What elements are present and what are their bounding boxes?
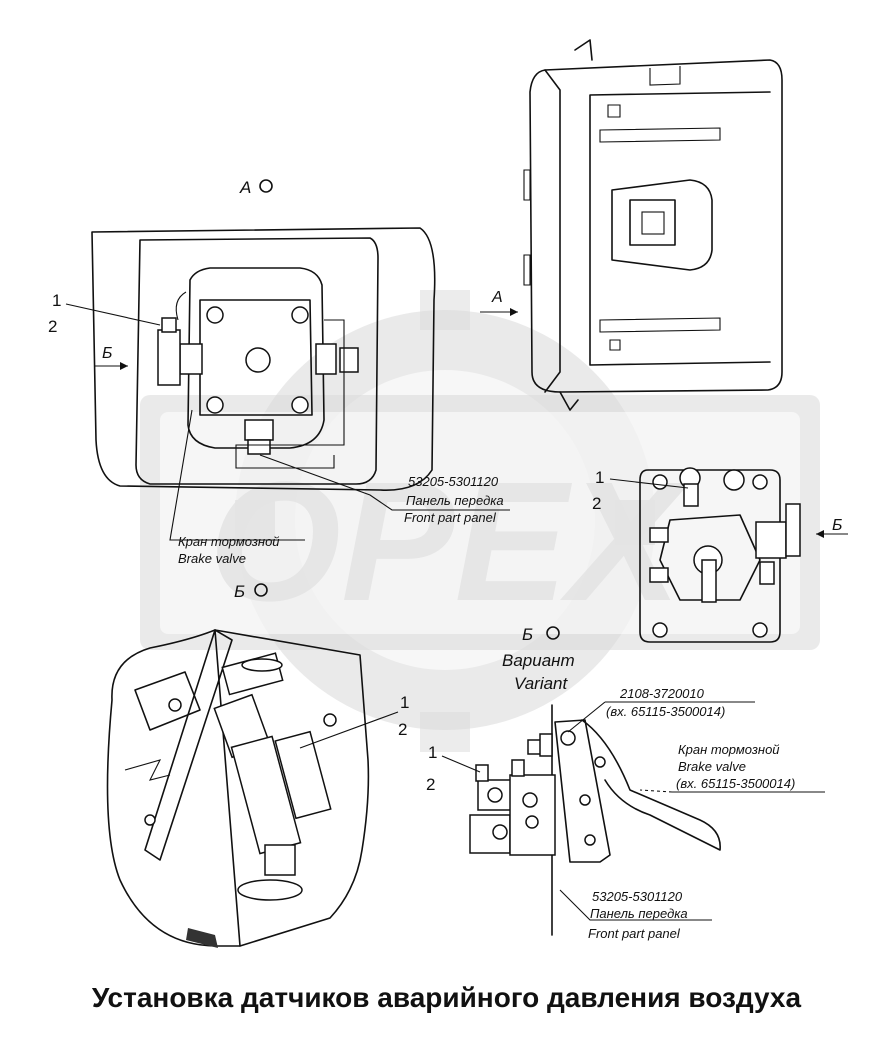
svg-text:1: 1 — [595, 468, 604, 487]
svg-text:2108-3720010: 2108-3720010 — [619, 686, 705, 701]
right-detail — [639, 467, 801, 643]
brake-valve-label-right: Кран тормозной Brake valve (вх. 65115-35… — [639, 742, 825, 793]
svg-text:Б: Б — [102, 345, 112, 362]
svg-text:Панель передка: Панель передка — [590, 906, 688, 921]
svg-text:A: A — [491, 289, 503, 306]
bottom-left-callouts: 1 2 — [299, 693, 409, 749]
svg-text:2: 2 — [48, 317, 57, 336]
right-detail-callouts: 1 2 Б — [592, 468, 848, 538]
svg-text:Б: Б — [522, 625, 533, 644]
svg-text:Brake valve: Brake valve — [678, 759, 746, 774]
svg-text:Brake valve: Brake valve — [178, 551, 246, 566]
watermark-text: OPEX — [209, 447, 690, 637]
svg-text:Б: Б — [234, 582, 245, 601]
svg-text:Кран тормозной: Кран тормозной — [178, 534, 280, 549]
bottom-right-callouts: 1 2 — [426, 743, 481, 794]
sensor-label: 2108-3720010 (вх. 65115-3500014) — [567, 686, 755, 733]
svg-text:53205-5301120: 53205-5301120 — [408, 474, 499, 489]
svg-text:Б: Б — [832, 517, 842, 534]
view-b-label: Б — [234, 582, 268, 601]
variant-label: Б Вариант Variant — [502, 625, 575, 693]
svg-text:Variant: Variant — [514, 674, 569, 693]
svg-text:2: 2 — [398, 720, 407, 739]
svg-text:53205-5301120: 53205-5301120 — [592, 889, 683, 904]
svg-text:Front part panel: Front part panel — [404, 510, 497, 525]
svg-text:2: 2 — [592, 494, 601, 513]
brake-valve-label-left: Кран тормозной Brake valve — [169, 409, 305, 566]
svg-text:Панель передка: Панель передка — [406, 493, 504, 508]
svg-text:Front part panel: Front part panel — [588, 926, 681, 941]
svg-text:(вх. 65115-3500014): (вх. 65115-3500014) — [676, 776, 795, 791]
svg-text:Вариант: Вариант — [502, 651, 575, 670]
page-title: Установка датчиков аварийного давления в… — [91, 982, 802, 1013]
bottom-right-detail — [469, 704, 721, 936]
svg-text:1: 1 — [52, 291, 61, 310]
svg-text:1: 1 — [400, 693, 409, 712]
svg-text:A: A — [239, 178, 251, 197]
bottom-left-detail — [106, 629, 370, 948]
cab-view — [523, 39, 783, 411]
svg-text:(вх. 65115-3500014): (вх. 65115-3500014) — [606, 704, 725, 719]
arrow-a: A — [480, 289, 518, 316]
svg-text:Кран тормозной: Кран тормозной — [678, 742, 780, 757]
view-a-label: A — [239, 178, 273, 197]
view-a-drawing — [91, 227, 436, 491]
panel-label-bottom: 53205-5301120 Панель передка Front part … — [559, 889, 712, 941]
svg-text:2: 2 — [426, 775, 435, 794]
svg-text:1: 1 — [428, 743, 437, 762]
view-a-callouts: 1 2 Б — [48, 291, 161, 370]
panel-label-top: 53205-5301120 Панель передка Front part … — [259, 454, 510, 525]
